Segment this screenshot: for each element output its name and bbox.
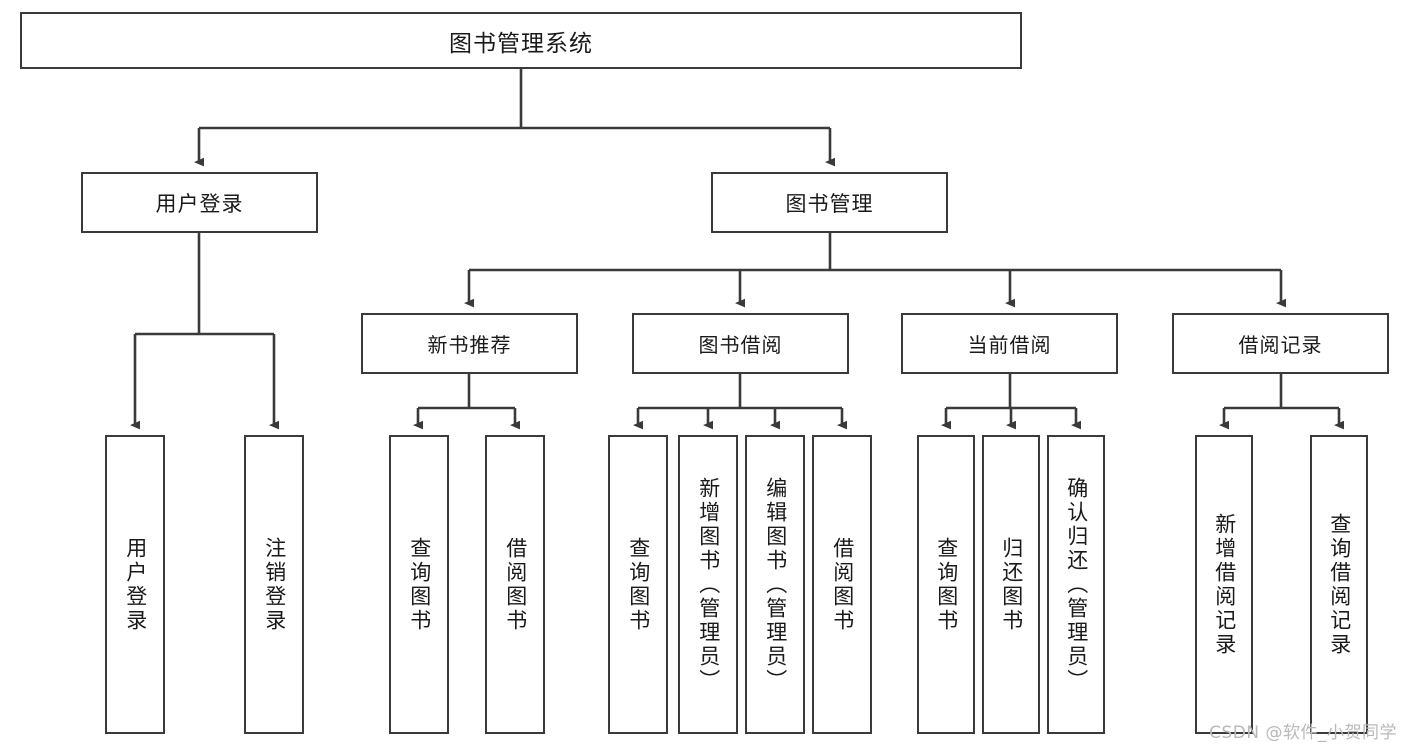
leaf-label: 归还图书 (999, 536, 1024, 633)
node-book-manage[interactable]: 图书管理 (711, 172, 948, 233)
node-leaf-borrow-book-2[interactable]: 借阅图书 (812, 435, 872, 734)
leaf-label: 编辑图书（管理员） (763, 476, 788, 693)
leaf-label: 查询图书 (934, 536, 959, 633)
node-current-borrow[interactable]: 当前借阅 (901, 313, 1118, 374)
node-leaf-borrow-book-1[interactable]: 借阅图书 (485, 435, 545, 734)
leaf-label: 查询图书 (407, 536, 432, 633)
node-leaf-edit-book[interactable]: 编辑图书（管理员） (745, 435, 805, 734)
node-leaf-query-book-2[interactable]: 查询图书 (608, 435, 668, 734)
watermark: CSDN @软件_小贺同学 (1209, 723, 1397, 743)
node-leaf-add-book[interactable]: 新增图书（管理员） (678, 435, 738, 734)
leaf-label: 注销登录 (262, 536, 287, 633)
node-book-manage-label: 图书管理 (785, 191, 874, 216)
node-leaf-query-book-3[interactable]: 查询图书 (917, 435, 975, 734)
node-book-borrow-label: 图书借阅 (698, 333, 783, 357)
leaf-label: 借阅图书 (503, 536, 528, 633)
node-root-label: 图书管理系统 (449, 30, 593, 57)
leaf-label: 用户登录 (123, 536, 148, 633)
node-borrow-record[interactable]: 借阅记录 (1172, 313, 1389, 374)
leaf-label: 新增借阅记录 (1212, 512, 1237, 657)
node-borrow-record-label: 借阅记录 (1238, 333, 1323, 357)
leaf-label: 查询借阅记录 (1327, 512, 1352, 657)
node-leaf-query-book-1[interactable]: 查询图书 (389, 435, 449, 734)
node-leaf-add-record[interactable]: 新增借阅记录 (1195, 435, 1253, 734)
node-new-book-recommend[interactable]: 新书推荐 (361, 313, 578, 374)
node-user-login-label: 用户登录 (155, 191, 244, 216)
node-user-login[interactable]: 用户登录 (81, 172, 318, 233)
node-leaf-user-login[interactable]: 用户登录 (105, 435, 165, 734)
leaf-label: 借阅图书 (830, 536, 855, 633)
leaf-label: 查询图书 (626, 536, 651, 633)
node-new-book-recommend-label: 新书推荐 (427, 333, 512, 357)
node-leaf-return-book[interactable]: 归还图书 (982, 435, 1040, 734)
node-leaf-query-record[interactable]: 查询借阅记录 (1310, 435, 1368, 734)
node-current-borrow-label: 当前借阅 (967, 333, 1052, 357)
node-root[interactable]: 图书管理系统 (20, 12, 1022, 69)
node-leaf-logout[interactable]: 注销登录 (244, 435, 304, 734)
node-leaf-confirm-return[interactable]: 确认归还（管理员） (1047, 435, 1105, 734)
node-book-borrow[interactable]: 图书借阅 (632, 313, 849, 374)
leaf-label: 新增图书（管理员） (696, 476, 721, 693)
leaf-label: 确认归还（管理员） (1064, 476, 1089, 693)
